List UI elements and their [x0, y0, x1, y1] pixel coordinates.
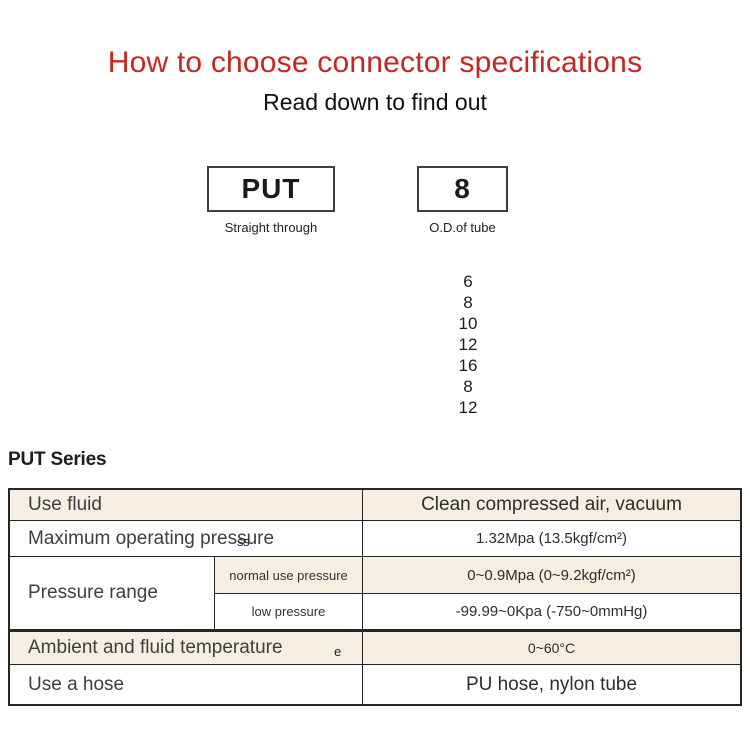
- tube-size-option: 6: [463, 272, 473, 291]
- tube-size-option: 12: [458, 398, 478, 417]
- tube-size-option: 10: [458, 314, 478, 333]
- tube-size-box: 8: [417, 166, 508, 212]
- spec-row-temperature-value: 0~60°C: [363, 630, 740, 665]
- spec-row-low-pressure-value: -99.99~0Kpa (-750~0mmHg): [363, 594, 740, 630]
- spec-row-use-fluid-label: Use fluid: [10, 490, 363, 521]
- tube-size-caption: O.D.of tube: [429, 220, 496, 235]
- model-code-caption: Straight through: [224, 220, 318, 235]
- spec-row-max-pressure-value: 1.32Mpa (13.5kgf/cm²): [363, 521, 740, 557]
- spec-row-low-pressure-label: low pressure: [215, 594, 363, 630]
- tube-size-option: 8: [463, 377, 473, 396]
- series-heading: PUT Series: [8, 449, 107, 470]
- spec-table: Use fluid Clean compressed air, vacuum M…: [8, 488, 742, 706]
- spec-row-temperature-label: Ambient and fluid temperature: [10, 630, 363, 665]
- spec-row-hose-label: Use a hose: [10, 665, 363, 704]
- spec-row-normal-pressure-value: 0~0.9Mpa (0~9.2kgf/cm²): [363, 557, 740, 594]
- tube-size-option: 12: [458, 335, 478, 354]
- tube-size-option: 16: [458, 356, 478, 375]
- spec-row-max-pressure-label: Maximum operating pressure: [10, 521, 363, 557]
- tube-size-option: 8: [463, 293, 473, 312]
- spec-row-pressure-range-label: Pressure range: [10, 557, 215, 630]
- spec-row-hose-value: PU hose, nylon tube: [363, 665, 740, 704]
- model-code-text: PUT: [241, 173, 301, 204]
- model-code-box: PUT: [207, 166, 335, 212]
- tube-size-options: 6 8 10 12 16 8 12: [418, 271, 518, 418]
- spec-row-normal-pressure-label: normal use pressure: [215, 557, 363, 594]
- page-title: How to choose connector specifications: [107, 46, 643, 79]
- tube-size-text: 8: [454, 173, 471, 204]
- spec-row-use-fluid-value: Clean compressed air, vacuum: [363, 490, 740, 521]
- page-subtitle: Read down to find out: [263, 89, 487, 115]
